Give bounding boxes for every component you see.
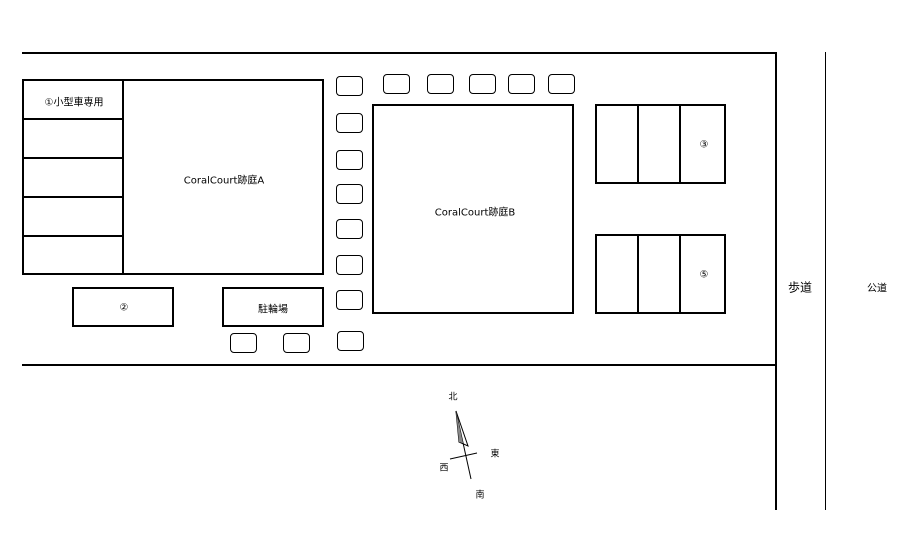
parking-lot-1-label: ①小型車専用 bbox=[44, 97, 104, 109]
parking-space bbox=[597, 236, 639, 312]
parking-lot-3: ③ bbox=[595, 104, 726, 184]
parking-lot-2: ② bbox=[72, 287, 174, 327]
building-a: CoralCourt跡庭A bbox=[122, 79, 324, 275]
parking-space-1: ①小型車専用 bbox=[24, 81, 122, 120]
parking-space bbox=[24, 159, 122, 198]
road-divider-line bbox=[825, 52, 826, 510]
compass: 北 東 西 南 bbox=[425, 385, 515, 501]
site-bottom-boundary bbox=[22, 364, 776, 366]
small-parking-space bbox=[336, 150, 363, 170]
public-road-label: 公道 bbox=[867, 283, 887, 295]
small-parking-space bbox=[337, 331, 364, 351]
parking-space bbox=[24, 198, 122, 237]
compass-north: 北 bbox=[448, 392, 458, 403]
building-b: CoralCourt跡庭B bbox=[372, 104, 574, 314]
site-right-boundary bbox=[775, 52, 777, 510]
parking-space bbox=[24, 120, 122, 159]
compass-east: 東 bbox=[490, 449, 500, 460]
small-parking-space bbox=[336, 290, 363, 310]
small-parking-space bbox=[383, 74, 410, 94]
parking-space bbox=[639, 236, 681, 312]
small-parking-space bbox=[469, 74, 496, 94]
parking-lot-3-label: ③ bbox=[699, 139, 709, 151]
sidewalk-label: 歩道 bbox=[787, 280, 813, 295]
small-parking-space bbox=[548, 74, 575, 94]
compass-west: 西 bbox=[439, 463, 449, 474]
bicycle-parking: 駐輪場 bbox=[222, 287, 324, 327]
building-b-label: CoralCourt跡庭B bbox=[434, 207, 516, 219]
compass-arrow-icon bbox=[449, 410, 478, 480]
small-parking-space bbox=[230, 333, 257, 353]
small-parking-space bbox=[336, 184, 363, 204]
small-parking-space bbox=[336, 76, 363, 96]
parking-lot-5-label: ⑤ bbox=[699, 269, 709, 281]
compass-south: 南 bbox=[475, 490, 485, 501]
small-parking-space bbox=[336, 219, 363, 239]
small-parking-space bbox=[508, 74, 535, 94]
small-parking-space bbox=[336, 255, 363, 275]
bicycle-parking-label: 駐輪場 bbox=[258, 304, 288, 316]
left-parking-column: ①小型車専用 bbox=[22, 79, 124, 275]
small-parking-space bbox=[427, 74, 454, 94]
small-parking-space bbox=[336, 113, 363, 133]
parking-space bbox=[597, 106, 639, 182]
site-top-boundary bbox=[22, 52, 776, 54]
parking-lot-2-label: ② bbox=[119, 302, 129, 314]
parking-space bbox=[639, 106, 681, 182]
small-parking-space bbox=[283, 333, 310, 353]
building-a-label: CoralCourt跡庭A bbox=[183, 175, 265, 187]
parking-lot-5: ⑤ bbox=[595, 234, 726, 314]
